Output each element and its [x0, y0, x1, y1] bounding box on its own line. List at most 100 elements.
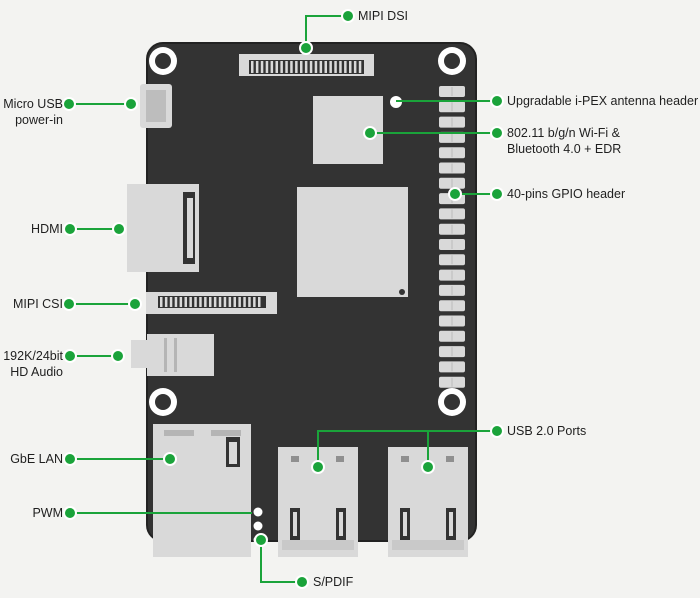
callout-dot-pwm-start — [63, 506, 77, 520]
dsi-pin — [300, 61, 303, 73]
dsi-pin — [339, 61, 342, 73]
callout-dot-wifi-start — [363, 126, 377, 140]
callout-dot-micro-usb — [124, 97, 138, 111]
label-mipi-dsi: MIPI DSI — [358, 9, 409, 23]
mipi-csi-connector — [146, 292, 277, 314]
hdmi-port — [127, 184, 199, 272]
label-audio-line2: HD Audio — [10, 365, 63, 379]
callout-dot-hdmi-start — [63, 222, 77, 236]
dsi-pin — [251, 61, 254, 73]
dsi-pin — [349, 61, 352, 73]
pwm-pin — [253, 507, 263, 517]
callout-line-mipi-dsi — [305, 15, 348, 50]
callout-line-usb — [317, 430, 497, 468]
dsi-pin — [295, 61, 298, 73]
mounting-hole-bottom-left — [149, 388, 177, 416]
dsi-pin — [285, 61, 288, 73]
csi-pin — [164, 297, 168, 307]
pwm-pin-2 — [253, 521, 263, 531]
csi-pin — [248, 297, 251, 307]
dsi-pin — [314, 61, 318, 73]
callout-dots — [62, 9, 504, 589]
mounting-hole-bottom-right — [438, 388, 466, 416]
callout-dot-audio-start — [63, 349, 77, 363]
callout-dot-antenna — [490, 94, 504, 108]
csi-pin — [204, 297, 207, 307]
dsi-pin — [304, 61, 308, 73]
callout-dot-micro-usb-start — [62, 97, 76, 111]
dsi-pin — [260, 61, 264, 73]
csi-pin — [189, 297, 192, 307]
label-audio: 192K/24bit HD Audio — [3, 348, 63, 380]
callout-dot-mipi-dsi-end — [341, 9, 355, 23]
label-antenna: Upgradable i-PEX antenna header — [507, 94, 699, 108]
csi-pin — [223, 297, 227, 307]
mounting-hole-top-right — [438, 47, 466, 75]
label-micro-usb: Micro USB power-in — [3, 96, 63, 128]
dsi-pin — [255, 61, 259, 73]
dsi-pin — [334, 61, 337, 73]
callout-dot-mipi-dsi — [299, 41, 313, 55]
csi-pin — [179, 297, 183, 307]
micro-usb-connector — [140, 84, 172, 128]
csi-pin — [213, 297, 217, 307]
callout-dot-usb — [490, 424, 504, 438]
csi-pin — [238, 297, 241, 307]
csi-pin — [228, 297, 232, 307]
dsi-pin — [329, 61, 332, 73]
label-wifi-line1: 802.11 b/g/n Wi-Fi & — [507, 126, 621, 140]
csi-pin — [199, 297, 202, 307]
callout-dot-lan-start — [63, 452, 77, 466]
csi-pin — [184, 297, 187, 307]
label-usb: USB 2.0 Ports — [507, 424, 587, 438]
dsi-pin — [319, 61, 323, 73]
label-micro-usb-line1: Micro USB — [3, 97, 63, 111]
dsi-pin — [290, 61, 293, 73]
label-pwm: PWM — [32, 506, 63, 520]
csi-pin — [209, 297, 212, 307]
label-mipi-csi: MIPI CSI — [12, 297, 63, 311]
csi-pin — [160, 297, 163, 307]
mounting-hole-top-left — [149, 47, 177, 75]
label-gpio: 40-pins GPIO header — [507, 187, 626, 201]
csi-pin — [194, 297, 197, 307]
label-lan: GbE LAN — [10, 452, 63, 466]
csi-pin — [258, 297, 261, 307]
dsi-pin — [324, 61, 327, 73]
csi-pin — [233, 297, 236, 307]
callout-dot-gpio-start — [448, 187, 462, 201]
csi-pin — [169, 297, 173, 307]
label-wifi: 802.11 b/g/n Wi-Fi & Bluetooth 4.0 + EDR — [507, 125, 621, 157]
callout-dot-mipi-csi-start — [62, 297, 76, 311]
dsi-pin — [265, 61, 269, 73]
dsi-pin — [280, 61, 283, 73]
csi-pin — [243, 297, 246, 307]
callout-dot-spdif-start — [254, 533, 268, 547]
dsi-pin — [309, 61, 313, 73]
label-spdif: S/PDIF — [313, 575, 354, 589]
csi-pin — [253, 297, 256, 307]
callout-dot-mipi-csi — [128, 297, 142, 311]
dsi-pin — [275, 61, 278, 73]
label-micro-usb-line2: power-in — [15, 113, 63, 127]
mipi-dsi-connector — [239, 54, 374, 76]
callout-dot-wifi — [490, 126, 504, 140]
soc-chip — [297, 187, 408, 297]
callout-dot-hdmi — [112, 222, 126, 236]
callout-dot-usb-1 — [311, 460, 325, 474]
dsi-pin — [270, 61, 274, 73]
dsi-pin — [344, 61, 347, 73]
callout-dot-spdif — [295, 575, 309, 589]
callout-dot-lan — [163, 452, 177, 466]
label-audio-line1: 192K/24bit — [3, 349, 63, 363]
csi-pin — [174, 297, 178, 307]
ethernet-port — [153, 424, 251, 557]
callout-dot-audio — [111, 349, 125, 363]
csi-pin — [218, 297, 222, 307]
callout-dot-usb-2 — [421, 460, 435, 474]
label-wifi-line2: Bluetooth 4.0 + EDR — [507, 142, 622, 156]
dsi-pin — [353, 61, 357, 73]
callout-dot-gpio — [490, 187, 504, 201]
